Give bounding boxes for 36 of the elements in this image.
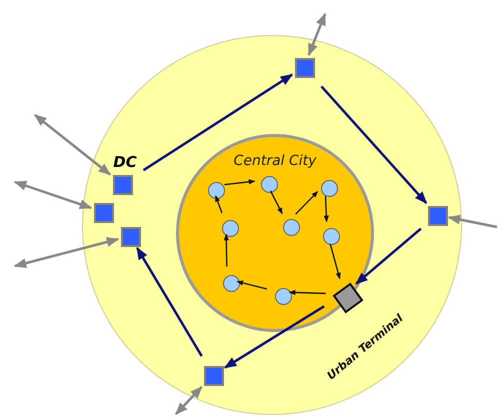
distribution-square [94,203,114,223]
distribution-square [113,175,133,195]
stop-circle [282,218,300,236]
arrow [330,244,341,280]
city-title: Central City [234,153,316,169]
stop-circle [322,228,340,244]
arrow [224,305,325,369]
double-arrow [308,12,326,56]
stop-circle [208,182,224,198]
stop-circle [320,180,338,196]
distribution-square [204,366,224,386]
double-arrow [34,114,111,176]
arrow [136,246,203,357]
double-arrow [14,237,120,268]
group-label: DC [113,153,137,171]
double-arrow [175,386,203,415]
arrow [288,290,326,296]
arrow [270,190,283,214]
stop-circle [274,288,292,304]
arrow [324,196,329,222]
arrow [355,228,422,285]
arrow [215,195,223,214]
double-arrow [14,180,92,210]
arrow [142,74,294,172]
distribution-square [428,206,448,226]
stop-circle [222,274,240,292]
distribution-square [121,227,141,247]
stop-circle [260,176,278,192]
arrow [224,179,256,186]
arrow [224,234,229,266]
arrow [320,86,428,204]
arrow [236,280,268,290]
distribution-square [295,58,315,78]
arrow [295,191,318,214]
stop-circle [222,220,238,236]
double-arrow [448,214,498,228]
